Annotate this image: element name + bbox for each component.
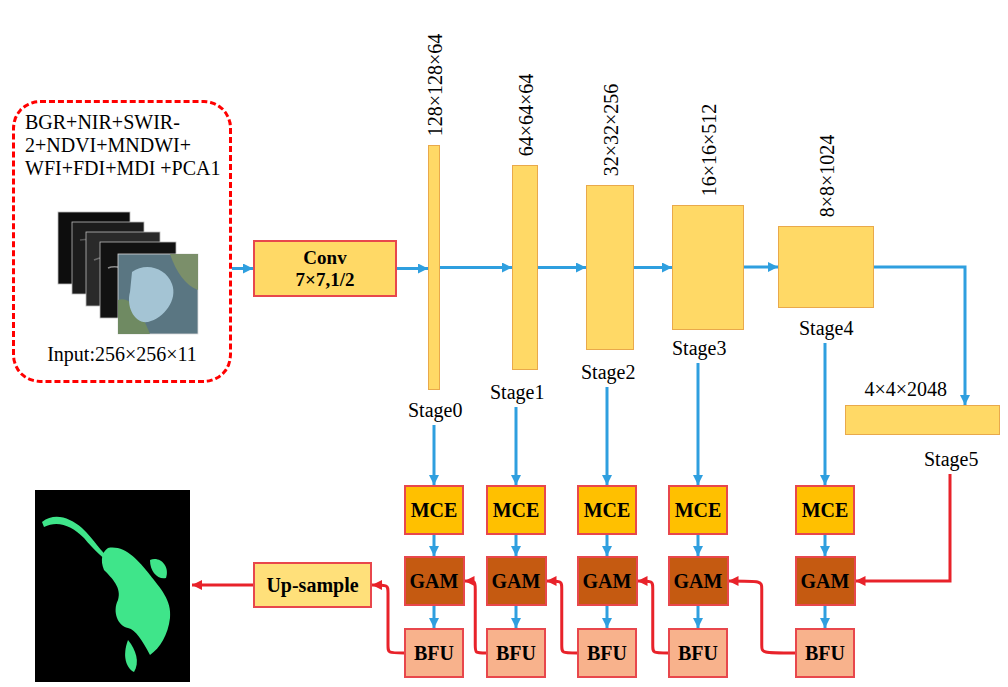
output-image	[35, 490, 190, 682]
output-ground	[35, 490, 190, 682]
lake-shape	[129, 267, 173, 322]
flow-arrow	[232, 267, 253, 270]
feedback-arrow	[638, 581, 669, 653]
box-label: MCE	[411, 499, 458, 522]
box-label: GAM	[674, 570, 723, 593]
box-label: Up-sample	[266, 574, 358, 597]
input-size: Input:256×256×11	[15, 343, 229, 366]
stage-bar: 128×128×64Stage0	[428, 145, 440, 390]
rgb-image	[118, 254, 198, 334]
flow-arrow	[606, 535, 609, 556]
input-image-stack	[58, 212, 198, 334]
box-label: GAM	[801, 570, 850, 593]
flow-arrow	[606, 606, 609, 628]
output-arrow	[192, 584, 253, 587]
box-label: BFU	[678, 642, 718, 665]
gam-box: GAM	[486, 556, 547, 606]
box-label: MCE	[493, 499, 540, 522]
box-label: BFU	[805, 642, 845, 665]
stage-bar: 8×8×1024Stage4	[778, 226, 874, 308]
bfu-box: BFU	[795, 628, 855, 678]
box-label: MCE	[675, 499, 722, 522]
flow-arrow	[824, 343, 827, 485]
water-region	[102, 548, 170, 655]
box-label: GAM	[492, 570, 541, 593]
feedback-arrow	[547, 581, 578, 653]
stage-bar: 32×32×256Stage2	[586, 185, 634, 350]
conv-box: Conv 7×7,1/2	[253, 240, 397, 297]
stage-label: Stage5	[924, 448, 978, 470]
box-label: BFU	[587, 642, 627, 665]
feedback-arrow	[372, 585, 404, 653]
feature-size: 128×128×64	[424, 33, 446, 136]
flow-arrow	[634, 266, 672, 269]
box-label: Conv 7×7,1/2	[280, 247, 370, 291]
input-panel: BGR+NIR+SWIR- 2+NDVI+MNDWI+ WFI+FDI+MDI …	[12, 100, 232, 383]
gam-box: GAM	[795, 556, 856, 606]
feature-size: 32×32×256	[600, 83, 622, 176]
upsample-box: Up-sample	[253, 562, 372, 608]
feedback-arrow	[856, 474, 951, 581]
flow-arrow	[744, 266, 778, 269]
water-region	[125, 640, 137, 672]
mce-box: MCE	[404, 485, 464, 535]
flow-arrow	[433, 606, 436, 628]
bfu-box: BFU	[577, 628, 637, 678]
stage-label: Stage2	[581, 361, 635, 383]
box-label: GAM	[410, 570, 459, 593]
box-label: BFU	[414, 642, 454, 665]
gam-box: GAM	[404, 556, 465, 606]
stage-label: Stage0	[408, 399, 462, 421]
stage-bar: 4×4×2048Stage5	[845, 405, 1000, 435]
mce-box: MCE	[486, 485, 546, 535]
box-label: GAM	[583, 570, 632, 593]
stage-bar: 16×16×512Stage3	[672, 205, 744, 330]
flow-arrow	[440, 266, 512, 269]
mce-box: MCE	[668, 485, 728, 535]
flow-arrow	[538, 266, 586, 269]
flow-arrow	[697, 606, 700, 628]
bfu-box: BFU	[404, 628, 464, 678]
box-label: MCE	[584, 499, 631, 522]
mce-box: MCE	[577, 485, 637, 535]
flow-arrow	[433, 535, 436, 556]
stage-bar: 64×64×64Stage1	[512, 165, 538, 370]
flow-arrow	[397, 267, 428, 270]
box-label: BFU	[496, 642, 536, 665]
flow-arrow	[824, 535, 827, 556]
flow-arrow	[824, 606, 827, 628]
stage-label: Stage3	[672, 337, 726, 359]
water-region	[150, 559, 167, 578]
box-label: MCE	[802, 499, 849, 522]
flow-arrow	[515, 407, 518, 485]
stage-label: Stage4	[799, 317, 853, 339]
flow-arrow	[433, 425, 436, 485]
flow-arrow	[515, 535, 518, 556]
flow-arrow	[697, 363, 700, 485]
feature-size: 4×4×2048	[865, 378, 948, 400]
gam-box: GAM	[668, 556, 729, 606]
bfu-box: BFU	[668, 628, 728, 678]
flow-arrow	[697, 535, 700, 556]
feature-size: 64×64×64	[515, 73, 537, 156]
feedback-arrow	[729, 581, 796, 653]
terrain-patch	[170, 254, 198, 290]
gam-box: GAM	[577, 556, 638, 606]
flow-arrow	[606, 387, 609, 485]
stage-label: Stage1	[490, 381, 544, 403]
band-list: BGR+NIR+SWIR- 2+NDVI+MNDWI+ WFI+FDI+MDI …	[25, 111, 225, 180]
feedback-arrow	[465, 581, 487, 653]
bfu-box: BFU	[486, 628, 546, 678]
feature-size: 16×16×512	[698, 103, 720, 196]
mce-box: MCE	[795, 485, 855, 535]
flow-arrow	[515, 606, 518, 628]
feature-size: 8×8×1024	[816, 134, 838, 217]
